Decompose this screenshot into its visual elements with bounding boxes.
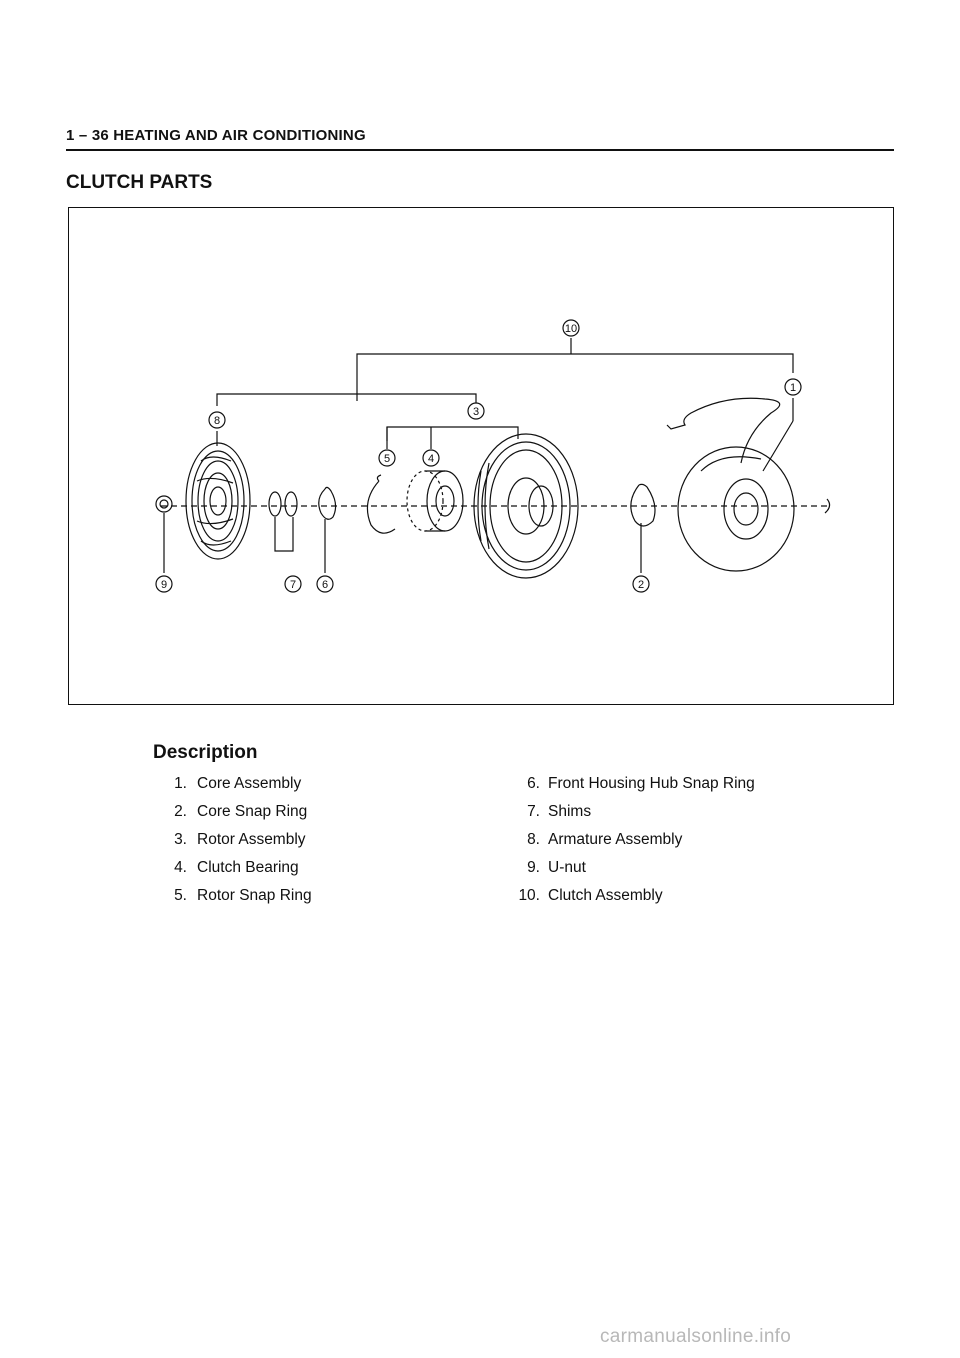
item-text: U-nut [548, 859, 586, 876]
header-rule [66, 149, 894, 151]
description-item: 5. Rotor Snap Ring [163, 887, 312, 915]
item-number: 6. [527, 775, 540, 792]
description-item: 8. Armature Assembly [510, 831, 755, 859]
description-item: 10. Clutch Assembly [510, 887, 755, 915]
callout-8-label: 8 [214, 415, 220, 427]
callout-1-label: 1 [790, 382, 796, 394]
callout-10: 10 [562, 319, 580, 337]
item-text: Core Snap Ring [197, 803, 308, 820]
callout-5: 5 [378, 449, 396, 467]
description-title: Description [153, 742, 258, 763]
description-item: 3. Rotor Assembly [163, 831, 312, 859]
item-number: 1. [174, 775, 187, 792]
item-text: Clutch Assembly [548, 887, 663, 904]
callout-5-label: 5 [384, 453, 390, 465]
callout-10-label: 10 [565, 323, 577, 335]
item-text: Clutch Bearing [197, 859, 299, 876]
page-header: 1 – 36 HEATING AND AIR CONDITIONING [66, 127, 366, 144]
callout-4: 4 [422, 449, 440, 467]
description-list-left: 1. Core Assembly 2. Core Snap Ring 3. Rotor… [163, 775, 312, 915]
item-text: Shims [548, 803, 592, 820]
description-item: 2. Core Snap Ring [163, 803, 312, 831]
item-number: 9. [527, 859, 540, 876]
callout-8: 8 [208, 411, 226, 429]
section-title: CLUTCH PARTS [66, 172, 213, 193]
callout-7-label: 7 [290, 579, 296, 591]
item-text: Front Housing Hub Snap Ring [548, 775, 755, 792]
callout-2: 2 [632, 575, 650, 593]
callout-6: 6 [316, 575, 334, 593]
item-text: Core Assembly [197, 775, 302, 792]
callout-2-label: 2 [638, 579, 644, 591]
callout-6-label: 6 [322, 579, 328, 591]
item-number: 8. [527, 831, 540, 848]
description-list-right: 6. Front Housing Hub Snap Ring 7. Shims 8.… [510, 775, 755, 915]
item-number: 4. [174, 859, 187, 876]
description-item: 4. Clutch Bearing [163, 859, 312, 887]
description-item: 9. U-nut [510, 859, 755, 887]
description-item: 1. Core Assembly [163, 775, 312, 803]
watermark: carmanualsonline.info [600, 1326, 792, 1347]
item-number: 5. [174, 887, 187, 904]
callout-9-label: 9 [161, 579, 167, 591]
callout-1: 1 [784, 378, 802, 396]
item-text: Armature Assembly [548, 831, 683, 848]
callout-7: 7 [284, 575, 302, 593]
clutch-parts-diagram: 10 1 8 3 5 4 9 7 6 2 [68, 207, 894, 705]
description-item: 7. Shims [510, 803, 755, 831]
item-number: 10. [518, 887, 540, 904]
description-item: 6. Front Housing Hub Snap Ring [510, 775, 755, 803]
callout-3-label: 3 [473, 406, 479, 418]
item-text: Rotor Assembly [197, 831, 306, 848]
callout-3: 3 [467, 402, 485, 420]
exploded-view-illustration: 10 1 8 3 5 4 9 7 6 2 [155, 319, 831, 593]
callout-9: 9 [155, 575, 173, 593]
item-number: 7. [527, 803, 540, 820]
item-number: 2. [174, 803, 187, 820]
item-text: Rotor Snap Ring [197, 887, 312, 904]
item-number: 3. [174, 831, 187, 848]
callout-4-label: 4 [428, 453, 434, 465]
